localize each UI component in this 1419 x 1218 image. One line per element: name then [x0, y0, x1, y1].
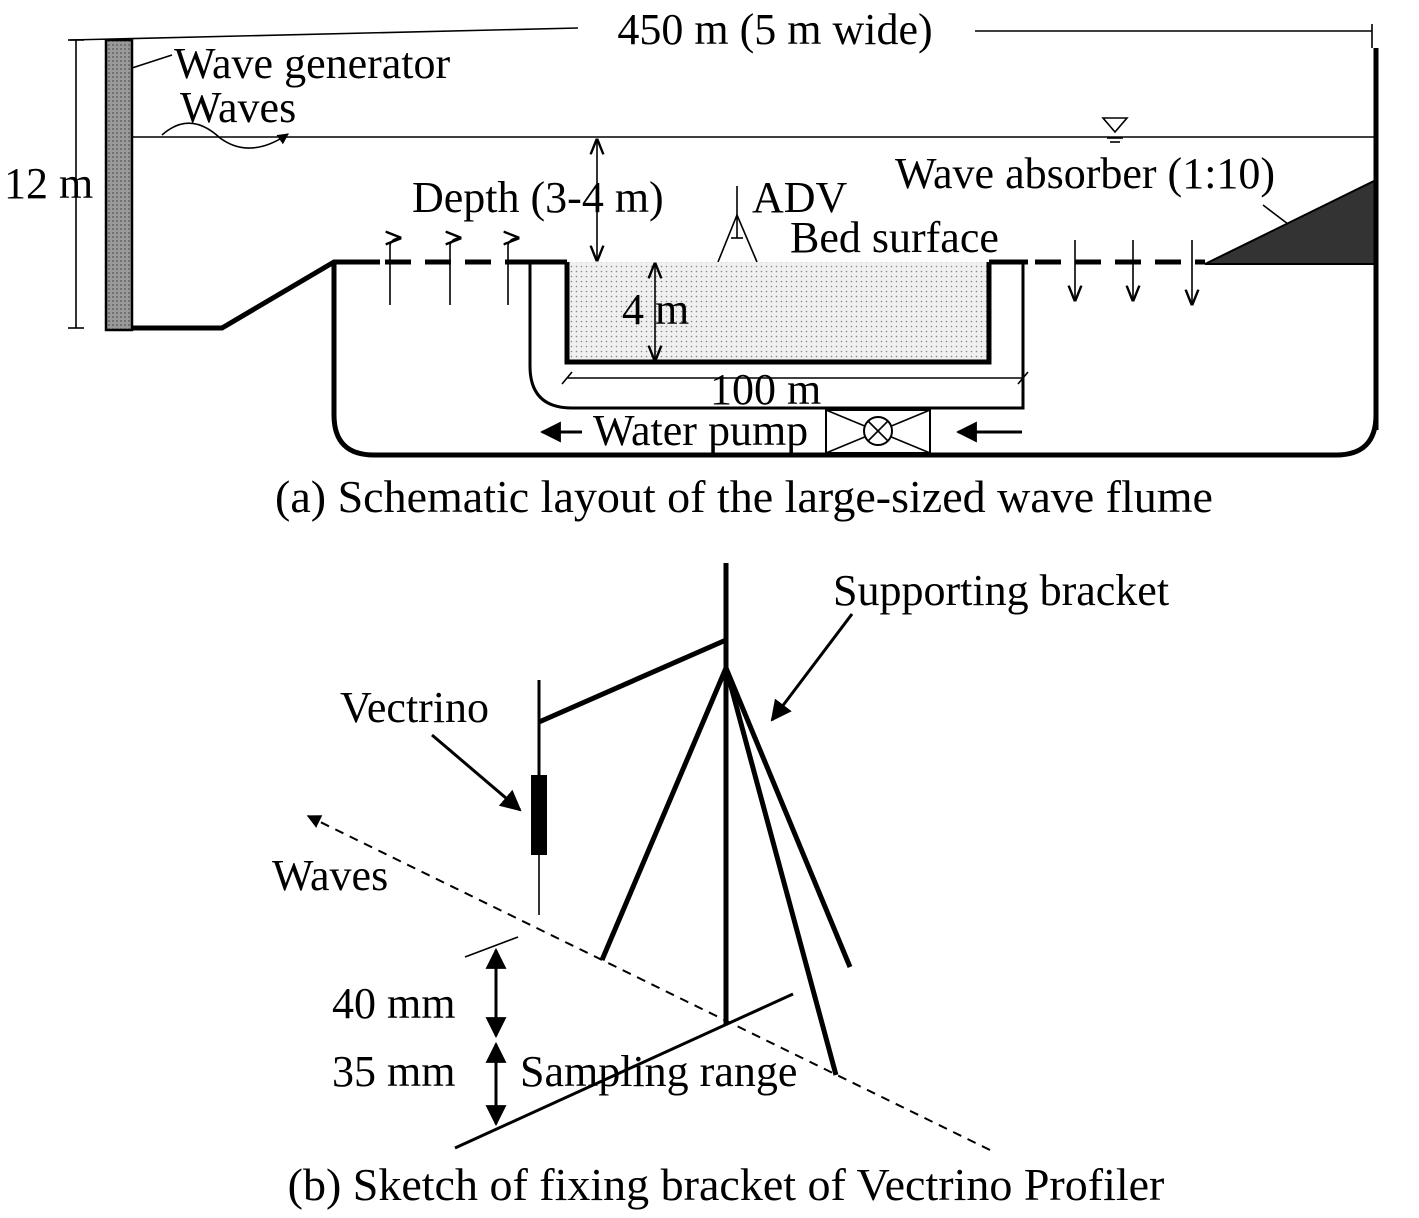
distance-35mm-label: 35 mm [332, 1047, 455, 1096]
water-level-symbol [1101, 117, 1129, 143]
adv-instrument [717, 186, 758, 263]
flume-length-label: 450 m (5 m wide) [617, 5, 932, 54]
outflow-vents [1075, 240, 1192, 304]
bracket-arm [537, 637, 728, 725]
pit-depth-label: 4 m [622, 285, 689, 334]
vectrino-probe [531, 775, 547, 855]
waves-label-a: Waves [180, 83, 296, 132]
wave-absorber-label: Wave absorber (1:10) [895, 149, 1275, 198]
vectrino-pointer [431, 733, 522, 812]
inner-return-channel [528, 262, 1025, 410]
bed-surface-label: Bed surface [790, 213, 999, 262]
panel-b: Supporting bracket Vectrino Waves 40 mm … [272, 563, 1169, 1210]
outer-return-channel [331, 262, 1379, 458]
water-pump [825, 409, 931, 454]
flume-length-dimension: 450 m (5 m wide) [69, 5, 1373, 54]
flume-height-label: 12 m [4, 159, 93, 208]
supporting-bracket-pointer [770, 613, 854, 722]
vectrino-label: Vectrino [340, 683, 489, 732]
wave-direction-arrow [161, 122, 289, 149]
wave-generator-paddle [104, 38, 134, 332]
wave-direction-line [306, 815, 991, 1151]
bed-plane-line [454, 992, 794, 1150]
flume-floor-left [132, 259, 380, 331]
sediment-pit [567, 262, 989, 362]
adv-label: ADV [752, 173, 848, 222]
depth-label: Depth (3-4 m) [412, 173, 664, 222]
sampling-range-label: Sampling range [520, 1047, 797, 1096]
inflow-vents [390, 238, 518, 305]
distance-40mm-label: 40 mm [332, 979, 455, 1028]
pit-length-label: 100 m [710, 365, 821, 414]
caption-a: (a) Schematic layout of the large-sized … [275, 471, 1213, 522]
flume-height-dimension: 12 m [4, 39, 93, 329]
water-pump-label: Water pump [593, 406, 808, 455]
panel-a: 450 m (5 m wide) 12 m Wave generator Wav… [4, 5, 1379, 522]
caption-b: (b) Sketch of fixing bracket of Vectrino… [288, 1159, 1165, 1210]
wave-generator-label: Wave generator [174, 39, 451, 88]
bracket-leg-back [723, 667, 839, 1076]
bracket-leg-right [723, 667, 853, 968]
supporting-bracket-label: Supporting bracket [833, 566, 1169, 615]
waves-label-b: Waves [272, 851, 388, 900]
bracket-leg-left [599, 667, 729, 961]
